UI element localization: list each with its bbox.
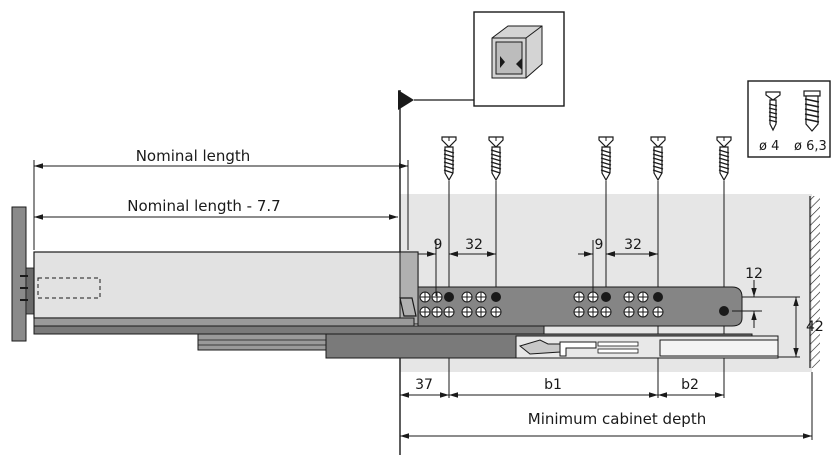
- drawer-front-panel: [11, 206, 27, 342]
- dim-37: 37: [415, 377, 433, 393]
- dim-left-9: 9: [434, 237, 443, 253]
- screw-legend: ø 4 ø 6,3: [747, 80, 831, 158]
- screw-icon: [650, 136, 666, 181]
- screw-icon: [716, 136, 732, 181]
- nominal-length-label: Nominal length: [136, 147, 251, 165]
- dim-b1: b1: [544, 377, 562, 393]
- drawer-side: [33, 251, 419, 319]
- cabinet-back-wall: [810, 196, 820, 368]
- screw-icon: [441, 136, 457, 181]
- drawer-bottom-strip: [33, 317, 415, 327]
- min-cabinet-depth-label: Minimum cabinet depth: [528, 410, 706, 428]
- screw-large-label: ø 6,3: [794, 139, 827, 154]
- screw-icon: [598, 136, 614, 181]
- dim-left-32: 32: [465, 237, 483, 253]
- dim-height-12: 12: [745, 266, 763, 282]
- nominal-length-minus-label: Nominal length - 7.7: [127, 197, 280, 215]
- rail-holes-right: [573, 291, 729, 318]
- screw-icon: [488, 136, 504, 181]
- dim-height-42: 42: [806, 319, 824, 335]
- screw-small-label: ø 4: [759, 139, 779, 154]
- front-marker-triangle: [398, 90, 414, 110]
- dim-right-9: 9: [595, 237, 604, 253]
- rail-holes-left: [419, 291, 502, 318]
- front-locking-device: [37, 277, 101, 299]
- dim-right-32: 32: [624, 237, 642, 253]
- cabinet-icon: [473, 11, 565, 107]
- dim-b2: b2: [681, 377, 699, 393]
